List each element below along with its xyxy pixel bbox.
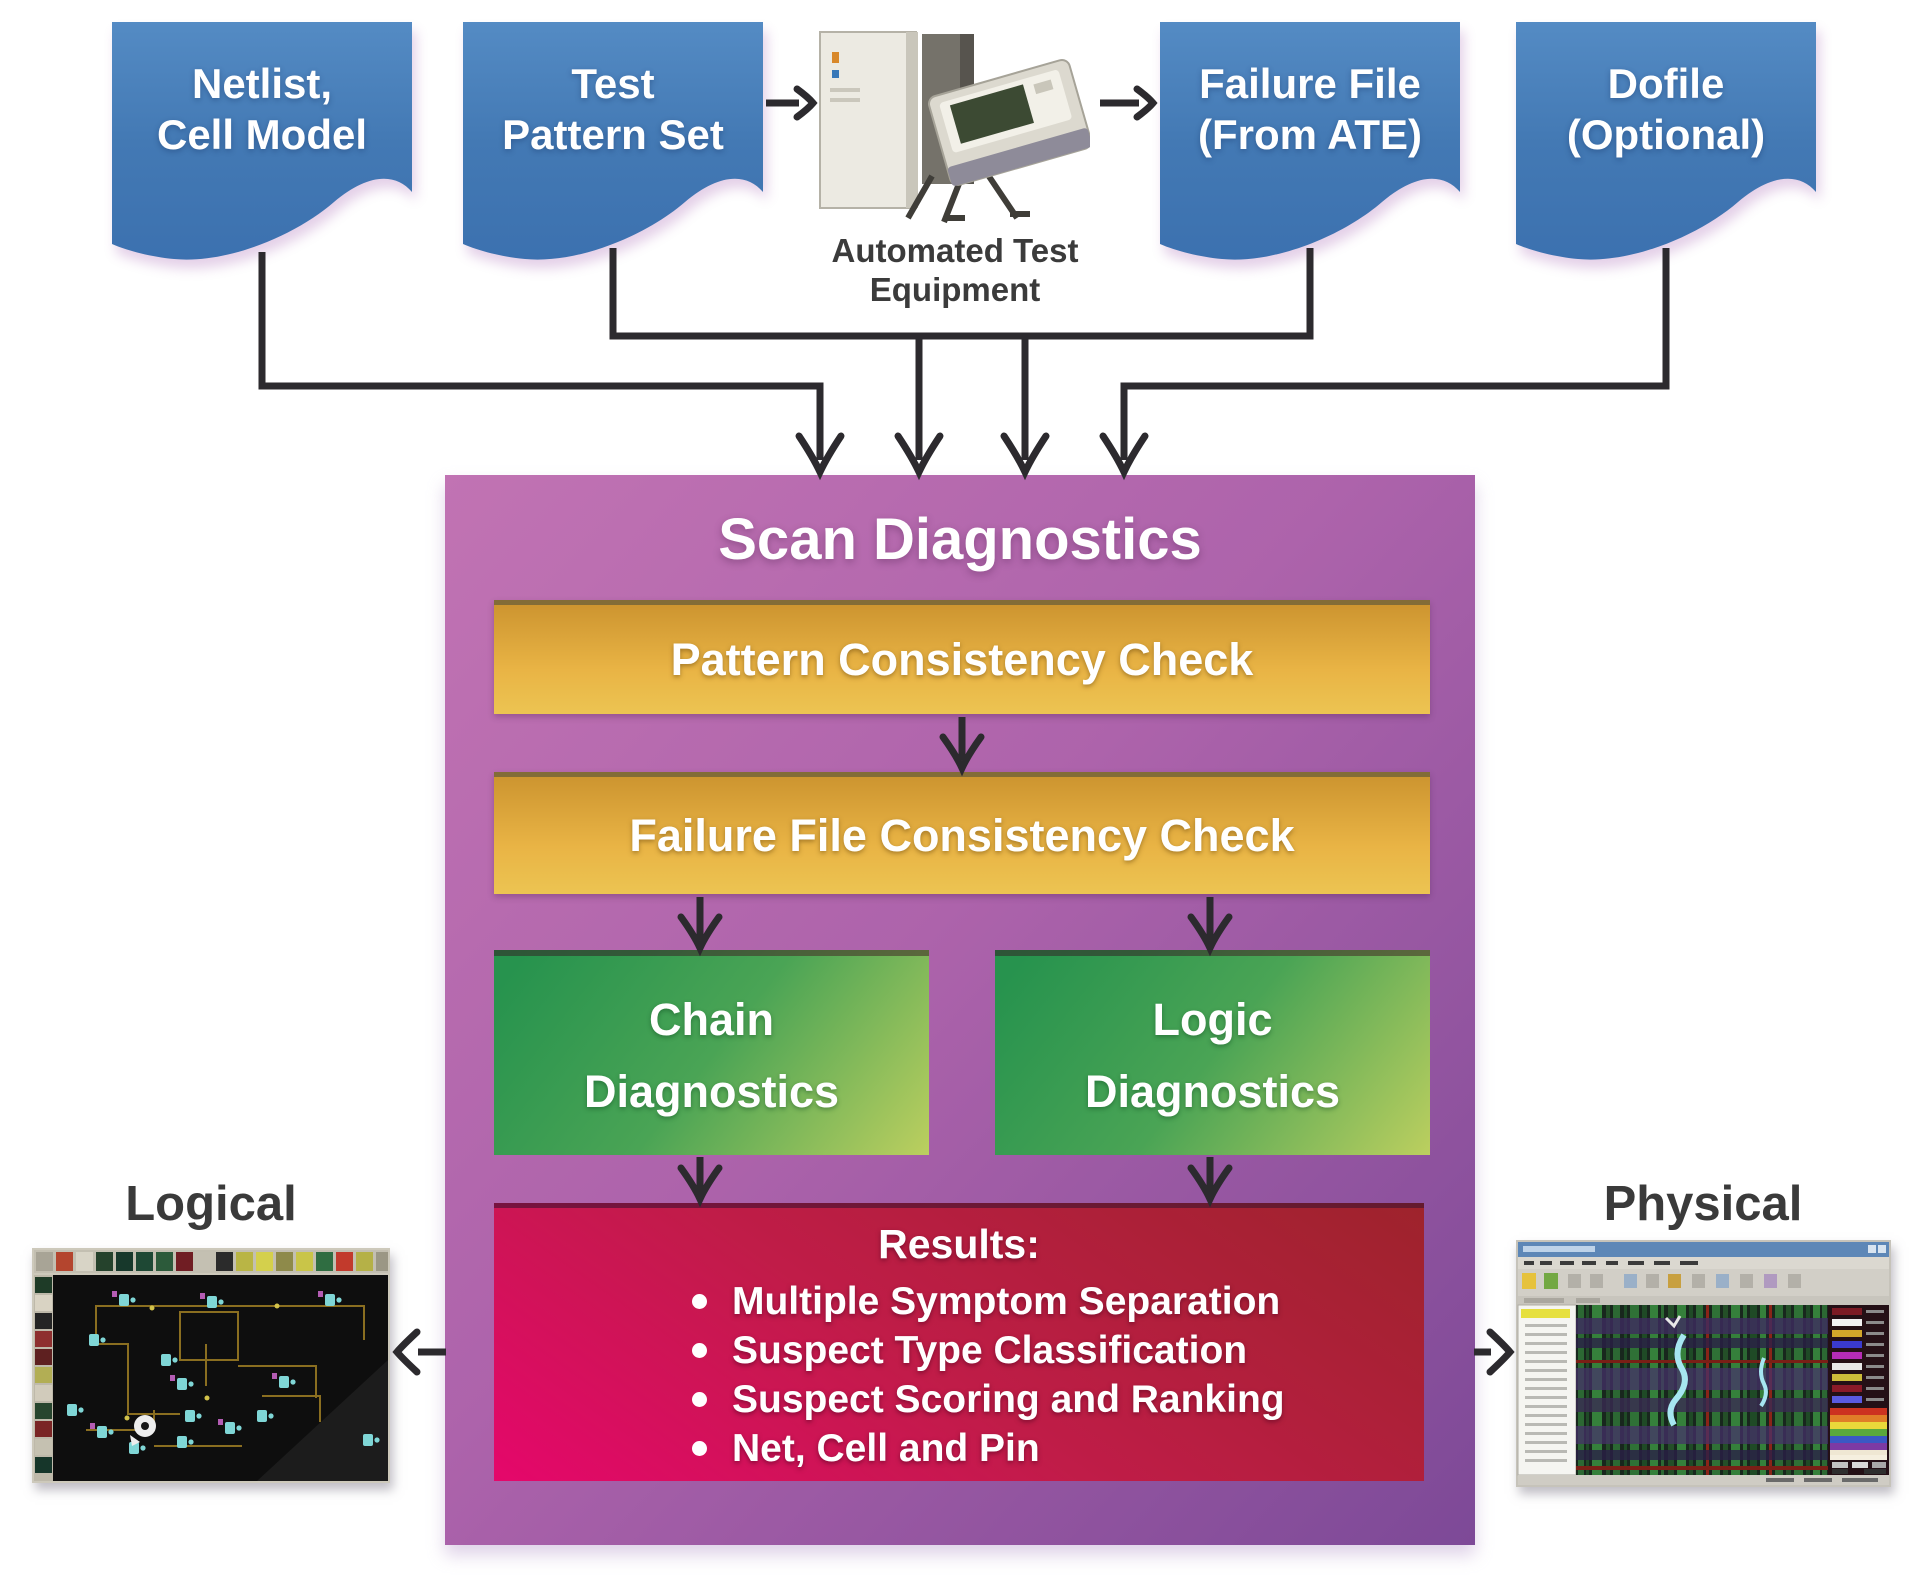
logical-left-toolbar [34,1275,53,1481]
result-bullet: Suspect Type Classification [692,1326,1424,1375]
arrow-right-icon [793,85,818,121]
arrow-right-icon [1486,1328,1515,1376]
arrow-right-icon [1133,85,1158,121]
result-bullet: Multiple Symptom Separation [692,1277,1424,1326]
chain-diagnostics-box: Chain Diagnostics [494,950,929,1155]
logical-output-label: Logical [125,1177,297,1231]
logic-diagnostics-box: Logic Diagnostics [995,950,1430,1155]
ate-caption: Automated Test Equipment [831,232,1079,308]
physical-status-bar [1518,1475,1889,1485]
logical-schematic-screenshot [32,1248,390,1483]
pattern-consistency-check-label: Pattern Consistency Check [670,633,1254,685]
bullet-dot-icon [692,1441,707,1456]
chain-diagnostics-label: Chain Diagnostics [583,993,840,1117]
gray-swatches [1832,1462,1886,1474]
bullet-dot-icon [692,1392,707,1407]
physical-output-label: Physical [1603,1177,1803,1231]
input-doc-test-pattern-set: Test Pattern Set [463,22,763,290]
logic-diagnostics-label: Logic Diagnostics [1084,993,1341,1117]
results-bullet-list: Multiple Symptom Separation Suspect Type… [692,1277,1424,1473]
input-doc-netlist-label: Netlist, Cell Model [156,60,368,159]
layout-bands [1576,1318,1828,1470]
result-bullet-text: Multiple Symptom Separation [732,1279,1281,1323]
scan-diagnostics-title: Scan Diagnostics [718,507,1202,572]
physical-title-bar [1518,1242,1889,1257]
highlighted-gate [130,1415,156,1446]
ate-machine-image [819,31,1090,224]
physical-layout-screenshot [1516,1240,1891,1487]
highlighted-net [1664,1315,1768,1427]
result-bullet-text: Suspect Type Classification [732,1328,1248,1372]
input-doc-netlist: Netlist, Cell Model [112,22,412,290]
failure-file-consistency-check-label: Failure File Consistency Check [629,809,1295,861]
schematic-gates [67,1291,380,1454]
result-bullet-text: Net, Cell and Pin [732,1426,1040,1470]
arrow-down-icon [1000,432,1050,481]
arrow-down-icon [1099,432,1149,481]
pattern-consistency-check-bar: Pattern Consistency Check [494,600,1430,714]
ate-test-head [927,58,1090,186]
result-bullet-text: Suspect Scoring and Ranking [732,1377,1285,1421]
physical-layout-canvas [1576,1305,1828,1475]
failure-file-consistency-check-bar: Failure File Consistency Check [494,772,1430,894]
input-doc-failure-file: Failure File (From ATE) [1160,22,1460,290]
input-doc-test-pattern-set-label: Test Pattern Set [502,60,724,159]
physical-toolbar [1518,1269,1889,1305]
physical-layer-list-panel [1517,1304,1577,1476]
arrow-left-icon [392,1328,421,1376]
bullet-dot-icon [692,1294,707,1309]
result-bullet: Net, Cell and Pin [692,1424,1424,1473]
result-bullet: Suspect Scoring and Ranking [692,1375,1424,1424]
results-title: Results: [878,1221,1040,1267]
input-doc-dofile-label: Dofile (Optional) [1566,60,1766,159]
input-doc-dofile: Dofile (Optional) [1516,22,1816,290]
logical-toolbar [34,1250,388,1273]
input-doc-failure-file-label: Failure File (From ATE) [1198,60,1422,159]
arrow-down-icon [795,432,845,481]
arrow-down-icon [894,432,944,481]
physical-menu-bar [1518,1257,1889,1269]
physical-palette-panel [1828,1305,1889,1475]
results-box: Results: Multiple Symptom Separation Sus… [494,1203,1424,1481]
bullet-dot-icon [692,1343,707,1358]
ate-cabinet [819,31,918,209]
logical-schematic-canvas [53,1275,388,1481]
rainbow-palette [1830,1408,1887,1460]
schematic-wires [86,1305,365,1447]
